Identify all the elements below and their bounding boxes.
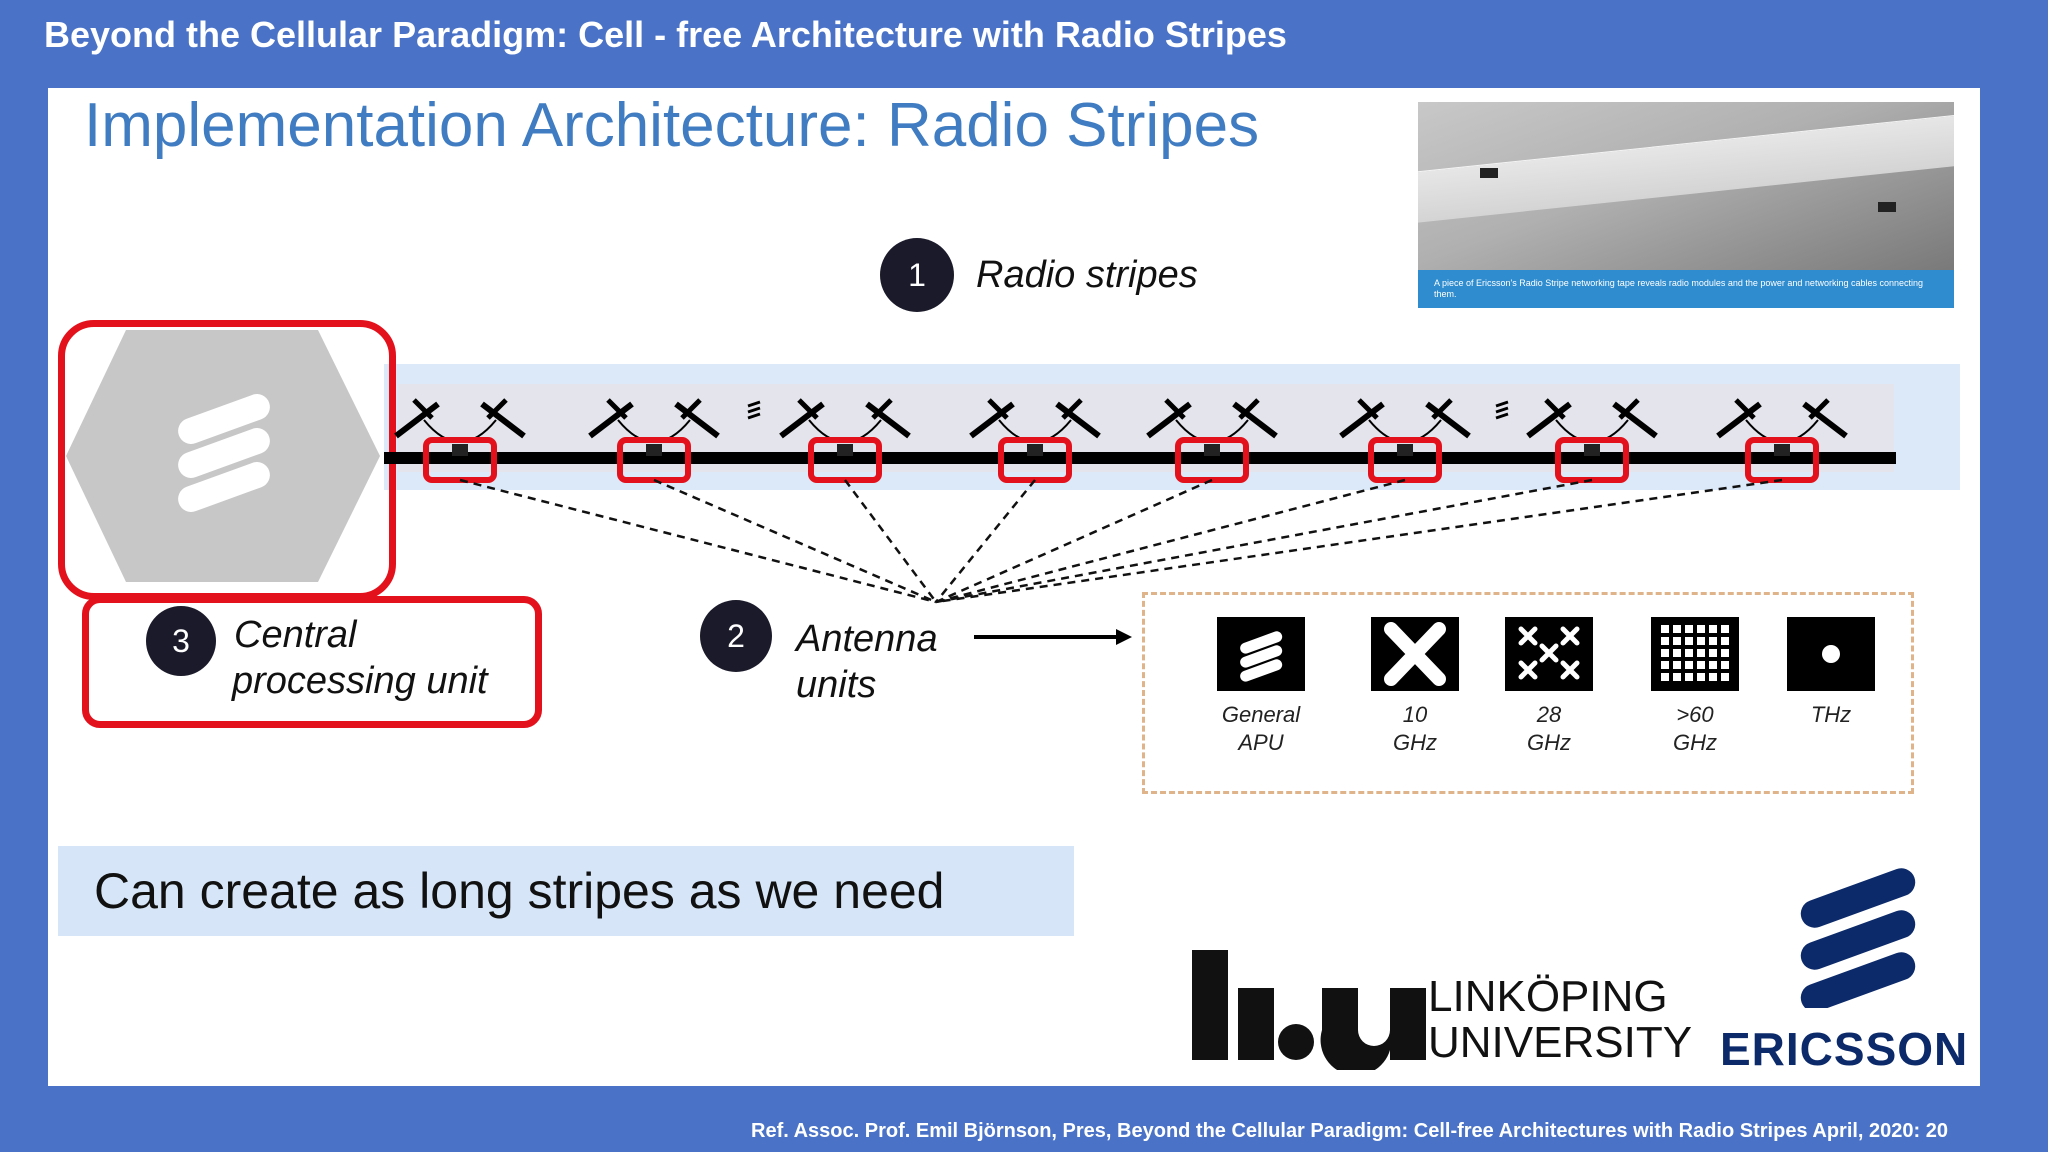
antenna-label: Antenna	[796, 616, 938, 662]
dense-grid-icon	[1651, 617, 1739, 691]
grid-cell	[1673, 649, 1681, 657]
antenna-link	[845, 480, 936, 602]
grid-cell	[1697, 637, 1705, 645]
grid-cell	[1661, 625, 1669, 633]
grid-cell	[1685, 649, 1693, 657]
freq-label: THz	[1771, 701, 1891, 729]
grid-x-icon	[1505, 617, 1593, 691]
step-2-badge: 2	[700, 600, 772, 672]
stripe-mark	[1496, 402, 1508, 418]
grid-cell	[1673, 661, 1681, 669]
antenna-unit	[1148, 400, 1276, 480]
grid-cell	[1673, 673, 1681, 681]
antenna-link	[936, 480, 1035, 602]
ericsson-logo	[1788, 858, 1928, 1008]
processing-unit-label: processing unit	[232, 658, 488, 704]
ericsson-wordmark: ERICSSON	[1720, 1022, 1968, 1076]
grid-cell	[1721, 673, 1729, 681]
ericsson-mark-icon	[1217, 617, 1305, 691]
antenna-unit	[1718, 400, 1846, 480]
grid-cell	[1685, 673, 1693, 681]
x-icon	[1371, 617, 1459, 691]
grid-cell	[1685, 625, 1693, 633]
grid-cell	[1661, 637, 1669, 645]
grid-cell	[1697, 673, 1705, 681]
antenna-link	[936, 480, 1782, 602]
stripe-length-banner: Can create as long stripes as we need	[58, 846, 1074, 936]
grid-cell	[1697, 649, 1705, 657]
grid-cell	[1661, 649, 1669, 657]
grid-cell	[1673, 625, 1681, 633]
grid-cell	[1661, 673, 1669, 681]
antenna-link	[936, 480, 1592, 602]
arrow-head	[1116, 629, 1132, 645]
grid-cell	[1709, 649, 1717, 657]
presentation-title: Beyond the Cellular Paradigm: Cell - fre…	[44, 14, 1287, 56]
freq-thz: THz	[1771, 617, 1891, 729]
grid-cell	[1697, 661, 1705, 669]
grid-cell	[1721, 661, 1729, 669]
grid-cell	[1709, 661, 1717, 669]
footer-reference: Ref. Assoc. Prof. Emil Björnson, Pres, B…	[751, 1120, 1948, 1143]
grid-cell	[1709, 625, 1717, 633]
grid-cell	[1721, 625, 1729, 633]
grid-cell	[1721, 649, 1729, 657]
stripe-diagram	[48, 88, 1980, 1086]
step-3-badge: 3	[146, 606, 216, 676]
antenna-unit	[781, 400, 909, 480]
units-label: units	[796, 662, 876, 708]
dot-icon	[1787, 617, 1875, 691]
antenna-unit	[1528, 400, 1656, 480]
grid-cell	[1709, 637, 1717, 645]
liu-wordmark: LINKÖPING UNIVERSITY	[1428, 974, 1692, 1066]
grid-cell	[1697, 625, 1705, 633]
antenna-unit	[1341, 400, 1469, 480]
antenna-links	[460, 480, 1782, 602]
stripe-cable	[384, 452, 1896, 464]
grid-cell	[1673, 637, 1681, 645]
antenna-unit	[590, 400, 718, 480]
grid-cell	[1721, 637, 1729, 645]
stripe-mark	[748, 402, 760, 418]
antenna-unit	[396, 400, 524, 480]
grid-cell	[1709, 673, 1717, 681]
grid-cell	[1685, 661, 1693, 669]
slide: Implementation Architecture: Radio Strip…	[48, 88, 1980, 1086]
antenna-unit	[971, 400, 1099, 480]
central-label: Central	[234, 612, 357, 658]
antenna-units	[396, 400, 1846, 480]
grid-cell	[1685, 637, 1693, 645]
grid-cell	[1661, 661, 1669, 669]
